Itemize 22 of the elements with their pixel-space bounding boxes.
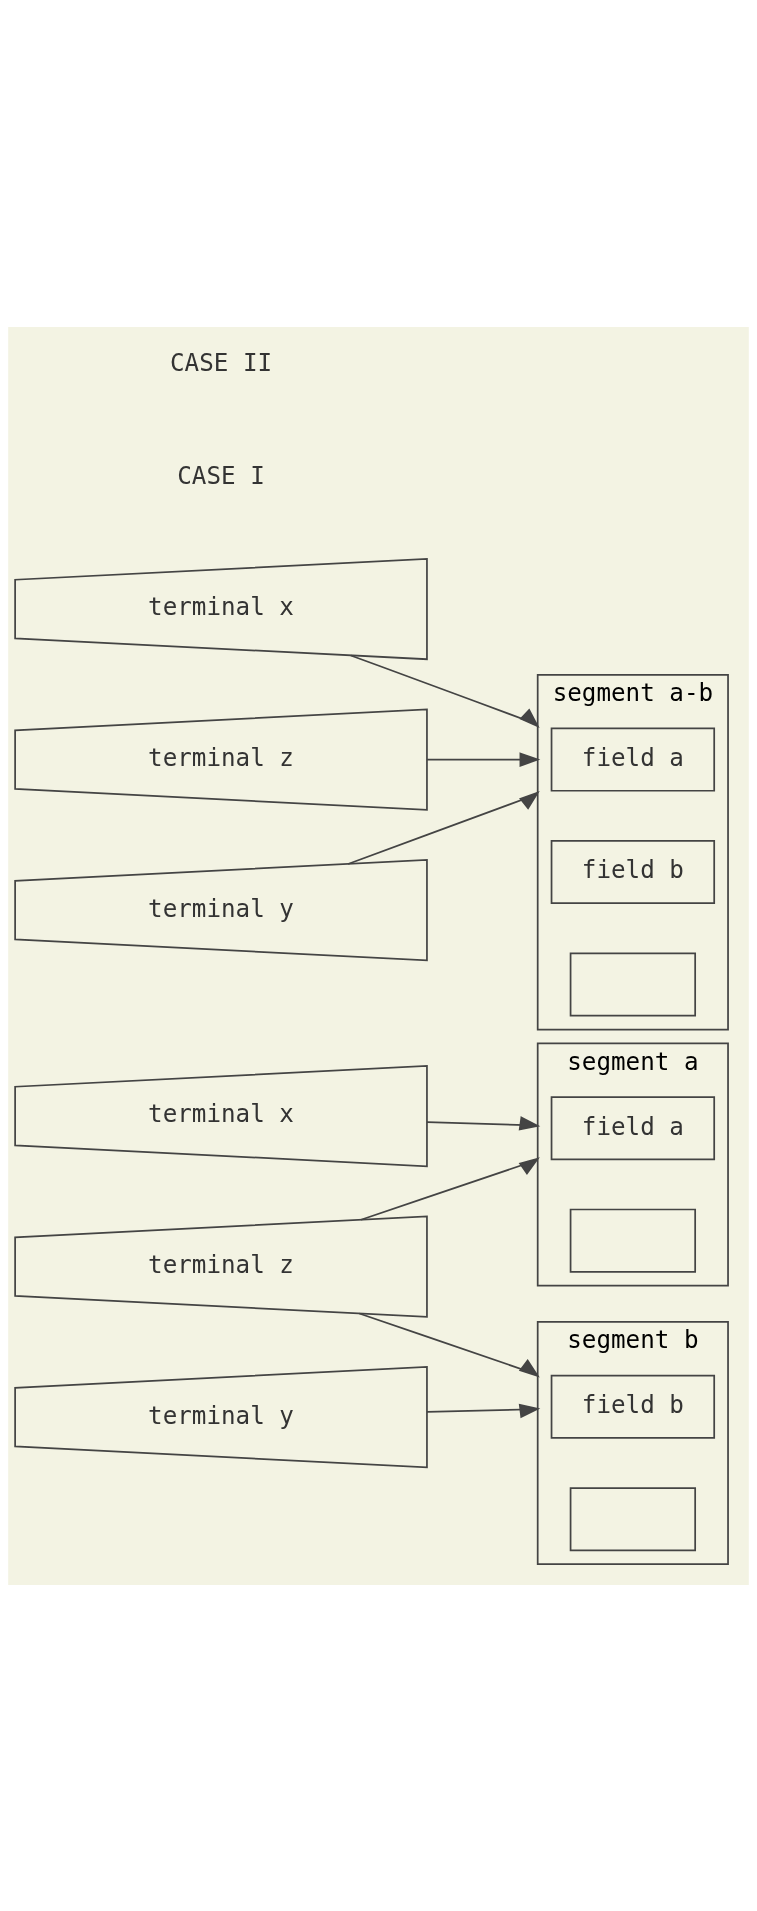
node-box: terminal y <box>14 1365 428 1468</box>
node-box <box>569 952 697 1017</box>
arrow <box>360 1156 540 1221</box>
node-box <box>569 1486 697 1551</box>
label: CASE II <box>169 348 273 377</box>
node-box: field b <box>550 1374 716 1439</box>
node-box: terminal y <box>14 858 428 961</box>
arrow <box>347 790 540 865</box>
arrow <box>426 1403 541 1418</box>
node-box: terminal z <box>14 1215 428 1318</box>
node-box: terminal x <box>14 557 428 660</box>
arrow <box>349 654 540 728</box>
node-box: field a <box>550 727 716 792</box>
node-box: field a <box>550 1095 716 1160</box>
label: CASE I <box>177 461 265 490</box>
node-box: terminal x <box>14 1064 428 1167</box>
node-box: terminal z <box>14 708 428 811</box>
node-box: field b <box>550 839 716 904</box>
arrow <box>426 1115 541 1130</box>
arrow <box>426 751 541 767</box>
node-box <box>569 1208 697 1273</box>
arrow <box>358 1312 540 1377</box>
